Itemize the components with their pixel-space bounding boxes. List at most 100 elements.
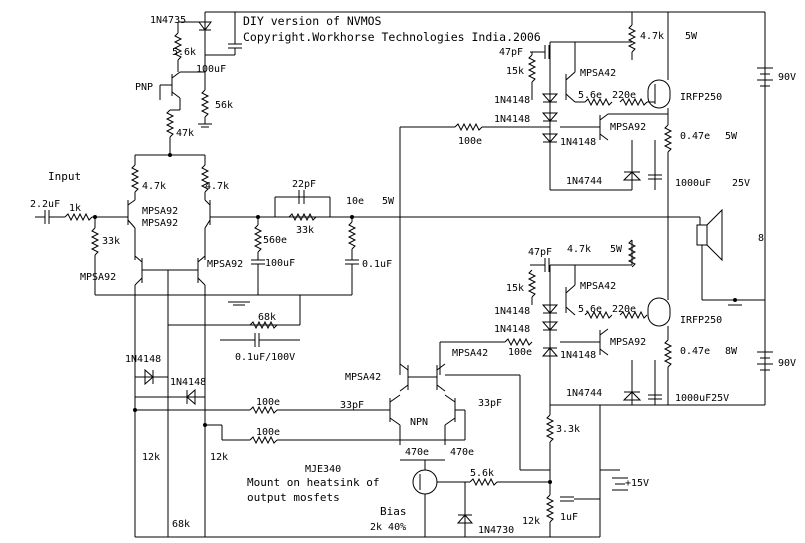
label-bottom-mpsa42-b: MPSA42 — [452, 348, 488, 359]
label-100uf-fb: 100uF — [265, 258, 295, 269]
label-22pf: 22pF — [292, 179, 316, 190]
label-upper-4-7k: 4.7k — [640, 31, 664, 42]
label-33k-fb: 33k — [296, 225, 314, 236]
pnp-label: PNP — [135, 82, 153, 93]
label-lower-5w: 5W — [610, 244, 623, 255]
label-upper-mpsa42: MPSA42 — [580, 68, 616, 79]
label-bottom-68k: 68k — [172, 519, 190, 530]
label-upper-0-47e: 0.47e — [680, 131, 710, 142]
speaker — [696, 208, 765, 306]
label-lower-4-7k: 4.7k — [567, 244, 591, 255]
label-lower-90v: 90V — [778, 358, 796, 369]
npn-label: NPN — [410, 417, 428, 428]
input-stage — [35, 12, 242, 537]
label-bottom-5-6k: 5.6k — [470, 468, 494, 479]
label-lower-0-47e-8w: 8W — [725, 346, 738, 357]
label-lower-5-6e: 5.6e — [578, 304, 602, 315]
label-lower-100e: 100e — [508, 347, 532, 358]
mosfet-body — [647, 79, 671, 109]
label-upper-0-47e-5w: 5W — [725, 131, 738, 142]
mount-note-line1: Mount on heatsink of — [247, 476, 379, 489]
label-560e: 560e — [263, 235, 287, 246]
label-33k-input: 33k — [102, 236, 120, 247]
label-bottom-mpsa42-a: MPSA42 — [345, 372, 381, 383]
input-label: Input — [48, 170, 81, 183]
label-10e-5w: 5W — [382, 196, 395, 207]
upper-driver — [399, 12, 773, 375]
label-mpsa92-mirror-right: MPSA92 — [207, 259, 243, 270]
label-4-7k-left: 4.7k — [142, 181, 166, 192]
label-lower-47pf: 47pF — [528, 247, 552, 258]
label-lower-220e: 220e — [612, 304, 636, 315]
label-bottom-1n4148-a: 1N4148 — [125, 354, 161, 365]
label-upper-5-6e: 5.6e — [578, 90, 602, 101]
label-mpsa92-mirror-left: MPSA92 — [80, 272, 116, 283]
label-lower-irfp250: IRFP250 — [680, 315, 722, 326]
label-lower-mpsa92: MPSA92 — [610, 337, 646, 348]
label-lower-1000uf25v: 1000uF25V — [675, 393, 729, 404]
label-bottom-100e-a: 100e — [256, 397, 280, 408]
label-68k: 68k — [258, 312, 276, 323]
label-bias-pot: 2k 40% — [370, 522, 406, 533]
label-bottom-1n4148-b: 1N4148 — [170, 377, 206, 388]
label-lower-1n4148-b: 1N4148 — [494, 324, 530, 335]
label-upper-1000uf: 1000uF — [675, 178, 711, 189]
label-mpsa92-pair1: MPSA92 — [142, 206, 178, 217]
title-line-2: Copyright.Workhorse Technologies India.2… — [243, 30, 541, 44]
label-bottom-12k-c: 12k — [522, 516, 540, 527]
label-mje340: MJE340 — [305, 464, 341, 475]
label-upper-1n4744: 1N4744 — [566, 176, 602, 187]
label-lower-15k: 15k — [506, 283, 524, 294]
label-bottom-1uf: 1uF — [560, 512, 578, 523]
label-bottom-3-3k: 3.3k — [556, 424, 580, 435]
label-bottom-33pf-b: 33pF — [478, 398, 502, 409]
label-upper-irfp250: IRFP250 — [680, 92, 722, 103]
label-0-1uf-100v: 0.1uF/100V — [235, 352, 295, 363]
label-5-6k: 5.6k — [172, 47, 196, 58]
label-lower-mpsa42: MPSA42 — [580, 281, 616, 292]
bias-transistor-circle — [412, 469, 438, 495]
label-lower-1n4148-c: 1N4148 — [560, 350, 596, 361]
bottom-stage — [133, 363, 628, 537]
title-line-1: DIY version of NVMOS — [243, 14, 382, 28]
mount-note-line2: output mosfets — [247, 491, 340, 504]
label-upper-47pf: 47pF — [499, 47, 523, 58]
positive-rail — [205, 11, 766, 60]
label-1n4730: 1N4730 — [478, 525, 514, 536]
label-bottom-470e-a: 470e — [405, 447, 429, 458]
label-0-1uf: 0.1uF — [362, 259, 392, 270]
label-plus-15v: +15V — [625, 478, 649, 489]
label-bottom-12k-a: 12k — [142, 452, 160, 463]
label-2-2uf: 2.2uF — [30, 199, 60, 210]
label-zener-1n4735: 1N4735 — [150, 15, 186, 26]
label-upper-1n4148-a: 1N4148 — [494, 95, 530, 106]
label-bottom-12k-b: 12k — [210, 452, 228, 463]
label-lower-1n4744: 1N4744 — [566, 388, 602, 399]
label-upper-1n4148-b: 1N4148 — [494, 114, 530, 125]
label-upper-1n4148-c: 1N4148 — [560, 137, 596, 148]
label-upper-mpsa92: MPSA92 — [610, 122, 646, 133]
label-upper-5w: 5W — [685, 31, 698, 42]
label-bottom-470e-b: 470e — [450, 447, 474, 458]
label-100uf: 100uF — [196, 64, 226, 75]
label-mpsa92-pair2: MPSA92 — [142, 218, 178, 229]
label-speaker-8: 8 — [758, 233, 764, 244]
label-upper-15k: 15k — [506, 66, 524, 77]
lower-driver — [439, 217, 773, 406]
label-upper-220e: 220e — [612, 90, 636, 101]
label-4-7k-right: 4.7k — [205, 181, 229, 192]
label-bottom-33pf-a: 33pF — [340, 400, 364, 411]
feedback-network — [168, 190, 359, 347]
label-upper-90v: 90V — [778, 72, 796, 83]
label-upper-100e: 100e — [458, 136, 482, 147]
label-upper-25v: 25V — [732, 178, 750, 189]
bias-label: Bias — [380, 505, 407, 518]
label-lower-0-47e: 0.47e — [680, 346, 710, 357]
label-1k: 1k — [69, 203, 81, 214]
label-lower-1n4148-a: 1N4148 — [494, 306, 530, 317]
label-56k: 56k — [215, 100, 233, 111]
label-47k: 47k — [176, 128, 194, 139]
label-10e: 10e — [346, 196, 364, 207]
